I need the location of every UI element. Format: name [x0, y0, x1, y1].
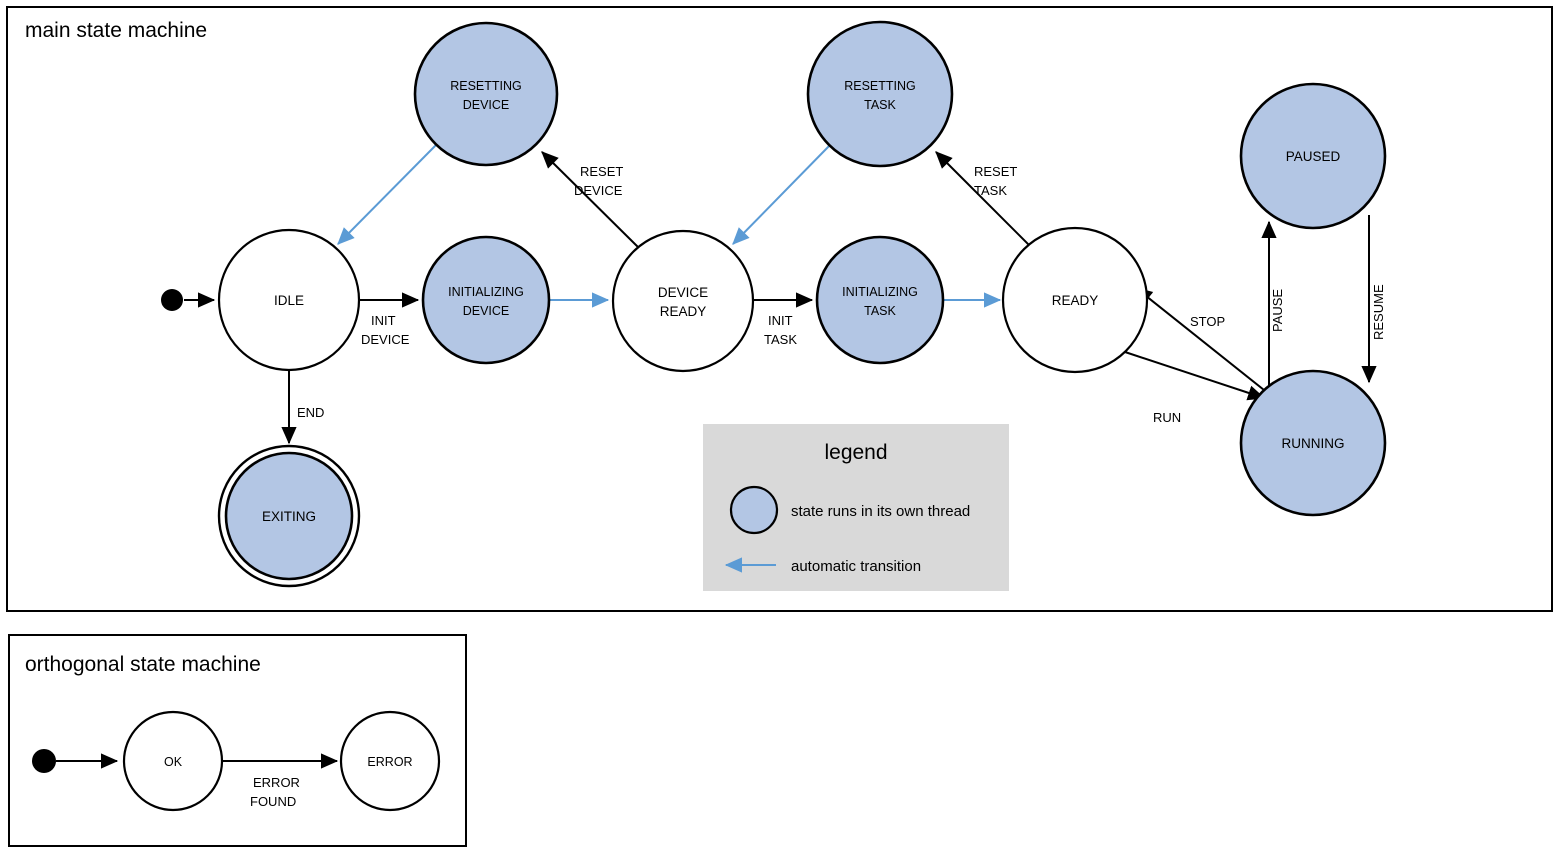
edge-resetting-task-to-ready [732, 143, 832, 245]
state-ok-label: OK [164, 755, 183, 769]
state-initializing-device-label-line1: INITIALIZING [448, 285, 524, 299]
edge-label-reset-task-line1: RESET [974, 164, 1017, 179]
state-resetting-task-label-line2: TASK [864, 98, 896, 112]
state-exiting[interactable]: EXITING [217, 444, 361, 588]
legend-thread-swatch-icon [729, 485, 779, 535]
state-ready[interactable]: READY [1001, 226, 1149, 374]
edge-label-end: END [297, 405, 324, 420]
state-idle[interactable]: IDLE [217, 228, 361, 372]
edge-label-init-device-line1: INIT [371, 313, 396, 328]
state-error[interactable]: ERROR [339, 710, 441, 812]
state-device-ready-label-line1: DEVICE [658, 285, 708, 300]
state-initializing-task-label-line1: INITIALIZING [842, 285, 918, 299]
orthogonal-frame-title: orthogonal state machine [25, 653, 261, 676]
edge-label-pause: PAUSE [1270, 289, 1285, 332]
edge-label-reset-device-line1: RESET [580, 164, 623, 179]
edge-label-error-found-line1: ERROR [253, 775, 300, 790]
edge-ready-to-resetting-task [935, 151, 1037, 253]
ortho-initial-pseudostate [32, 749, 56, 773]
state-resetting-device-label-line1: RESETTING [450, 79, 522, 93]
edge-label-error-found-line2: FOUND [250, 794, 296, 809]
edge-label-init-task-line2: TASK [764, 332, 797, 347]
state-exiting-label: EXITING [262, 509, 316, 524]
state-resetting-device[interactable]: RESETTING DEVICE [413, 21, 559, 167]
state-initializing-device[interactable]: INITIALIZING DEVICE [421, 235, 551, 365]
edge-label-stop: STOP [1190, 314, 1225, 329]
state-resetting-task[interactable]: RESETTING TASK [806, 20, 954, 168]
legend-thread-label: state runs in its own thread [791, 503, 970, 520]
edge-label-resume: RESUME [1371, 284, 1386, 340]
edge-label-reset-task-line2: TASK [974, 183, 1007, 198]
state-initializing-device-label-line2: DEVICE [463, 304, 510, 318]
legend-title: legend [824, 441, 887, 464]
legend-auto-label: automatic transition [791, 558, 921, 575]
state-resetting-device-label-line2: DEVICE [463, 98, 510, 112]
edge-label-init-task-line1: INIT [768, 313, 793, 328]
edge-running-to-ready [1135, 287, 1265, 391]
main-frame-title: main state machine [25, 19, 207, 42]
state-resetting-task-label-line1: RESETTING [844, 79, 916, 93]
state-device-ready-label-line2: READY [660, 304, 707, 319]
state-ok[interactable]: OK [122, 710, 224, 812]
state-running[interactable]: RUNNING [1239, 369, 1387, 517]
edge-ready-to-running [1124, 351, 1266, 401]
initial-pseudostate [161, 289, 183, 311]
edge-label-reset-device-line2: DEVICE [574, 183, 623, 198]
state-running-label: RUNNING [1282, 436, 1345, 451]
state-initializing-task-label-line2: TASK [864, 304, 896, 318]
edge-device-ready-to-resetting-device [541, 151, 644, 253]
edge-label-run: RUN [1153, 410, 1181, 425]
state-paused-label: PAUSED [1286, 149, 1341, 164]
state-initializing-task[interactable]: INITIALIZING TASK [815, 235, 945, 365]
state-paused[interactable]: PAUSED [1239, 82, 1387, 230]
state-idle-label: IDLE [274, 293, 304, 308]
edge-resetting-device-to-idle [337, 143, 438, 245]
state-error-label: ERROR [367, 755, 412, 769]
state-ready-label: READY [1052, 293, 1099, 308]
legend: legend state runs in its own thread auto… [703, 424, 1009, 591]
state-device-ready[interactable]: DEVICE READY [611, 229, 755, 373]
edge-label-init-device-line2: DEVICE [361, 332, 410, 347]
